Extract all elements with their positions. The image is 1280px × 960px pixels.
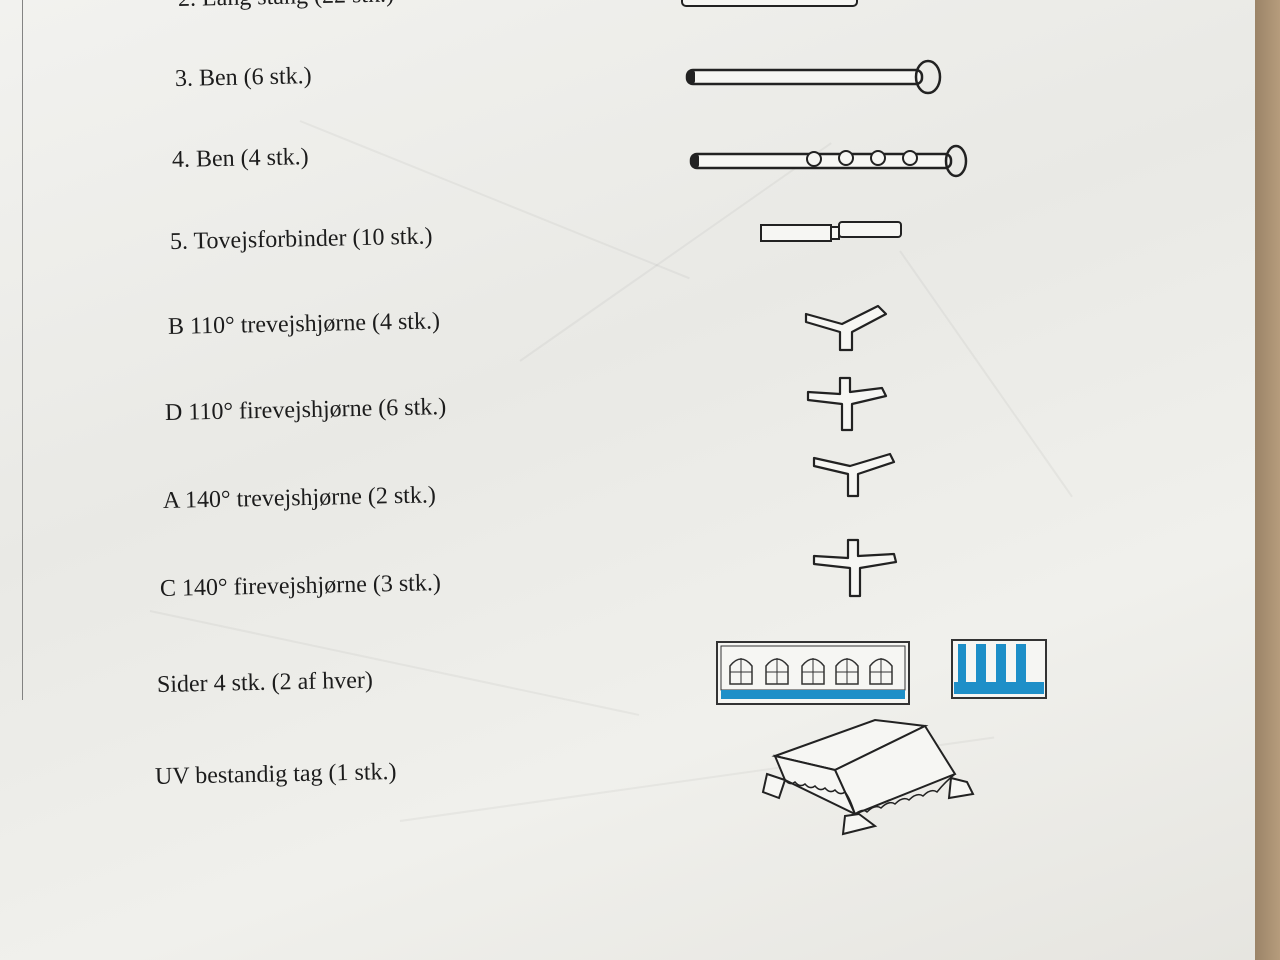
part-label-leg: 3. Ben (6 stk.) [174,63,312,92]
margin-line [22,0,23,700]
paper-wrinkle [899,250,1073,498]
part-label-four-way-140: C 140° firevejshjørne (3 stk.) [159,570,442,602]
leg-pole-icon [685,59,942,95]
long-pole-icon [681,0,858,7]
part-label-side-panels: Sider 4 stk. (2 af hver) [156,667,374,698]
four-way-corner-110-icon [806,376,888,432]
four-way-corner-140-icon [812,538,898,598]
paper-wrinkle [299,120,690,280]
two-way-connector-icon [760,221,902,242]
leg-pole-holes-icon [689,144,968,178]
part-label-three-way-110: B 110° trevejshjørne (4 stk.) [167,308,441,340]
three-way-corner-110-icon [804,304,888,352]
part-label-uv-roof: UV bestandig tag (1 stk.) [154,758,397,790]
paper-wrinkle [149,610,640,716]
part-label-two-way-connector: 5. Tovejsforbinder (10 stk.) [169,223,433,255]
part-label-leg-holes: 4. Ben (4 stk.) [171,144,309,173]
part-label-four-way-110: D 110° firevejshjørne (6 stk.) [164,394,447,426]
part-label-long-pole: 2. Lang stang (22 stk.) [178,0,394,13]
part-label-three-way-140: A 140° trevejshjørne (2 stk.) [162,482,437,514]
uv-roof-icon [761,718,975,836]
table-surface [1255,0,1280,960]
side-panels-icon [716,639,1047,705]
three-way-corner-140-icon [812,452,896,498]
